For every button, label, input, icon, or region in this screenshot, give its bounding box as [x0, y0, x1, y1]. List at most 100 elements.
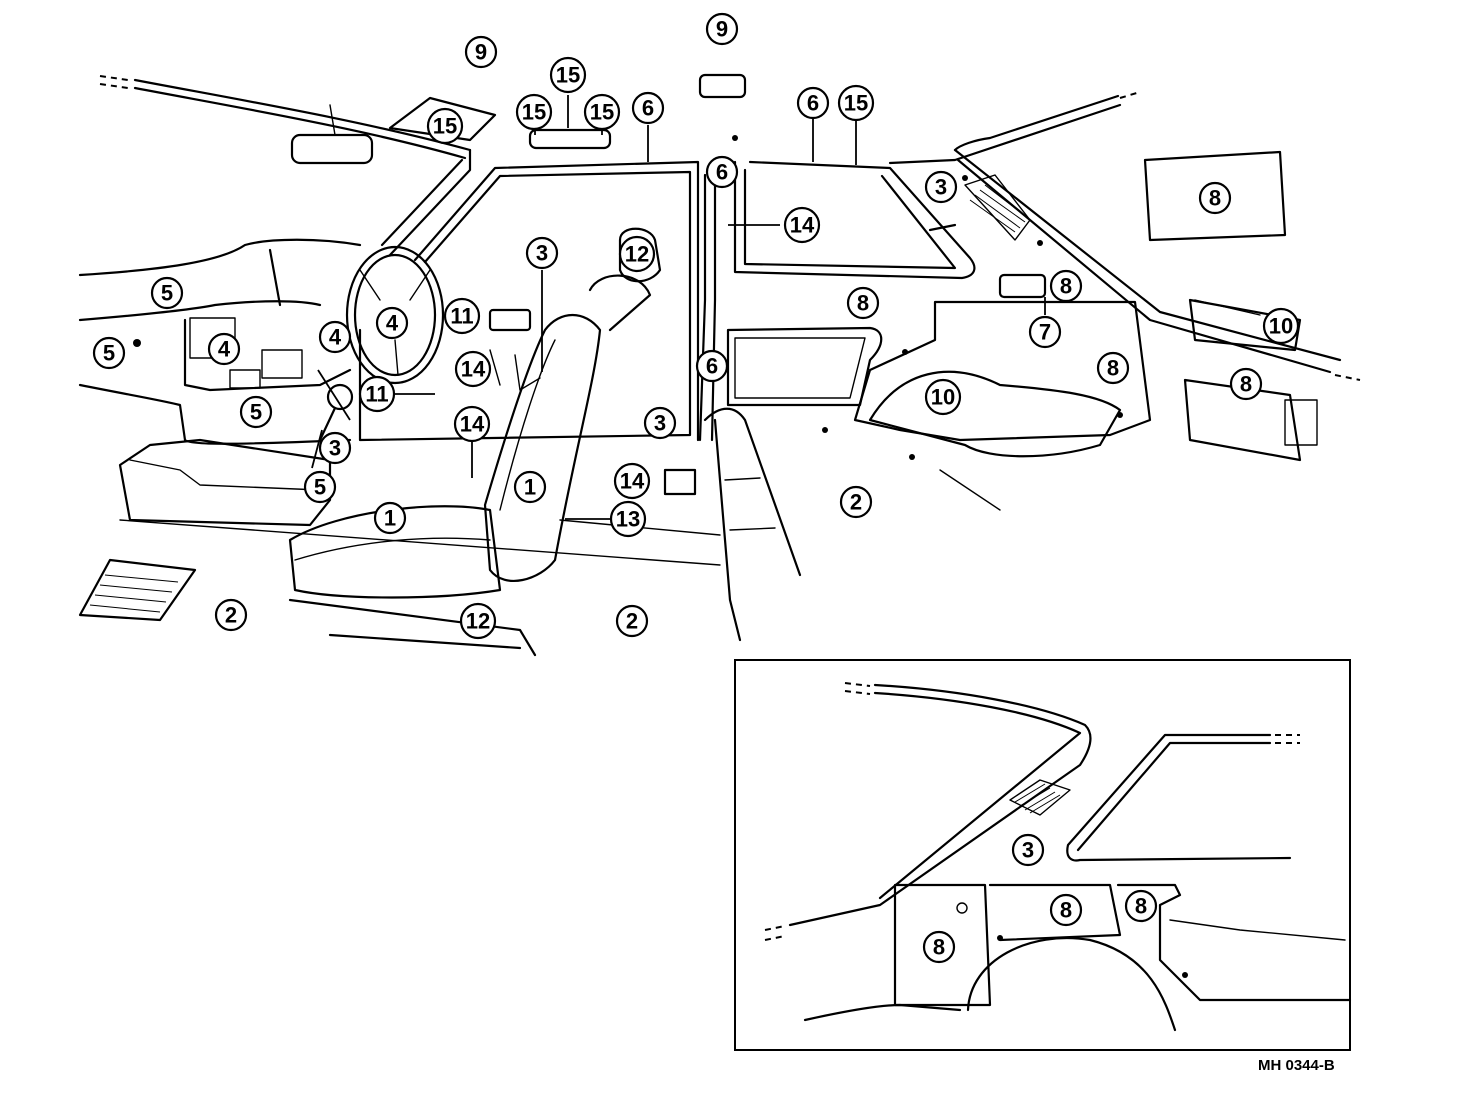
callout-5: 5: [303, 470, 337, 504]
callout-9: 9: [464, 35, 498, 69]
svg-text:11: 11: [365, 382, 388, 407]
svg-text:15: 15: [844, 91, 868, 116]
callout-10: 10: [1262, 307, 1300, 345]
svg-text:15: 15: [522, 100, 546, 125]
callout-15: 15: [549, 56, 587, 94]
svg-text:8: 8: [933, 935, 945, 960]
callout-8: 8: [1198, 181, 1232, 215]
callout-4: 4: [207, 332, 241, 366]
callout-5: 5: [239, 395, 273, 429]
inset-detail-view: [734, 659, 1352, 1051]
svg-text:14: 14: [790, 213, 815, 238]
svg-text:10: 10: [1269, 314, 1293, 339]
callout-15: 15: [583, 93, 621, 131]
svg-text:15: 15: [433, 114, 457, 139]
svg-text:3: 3: [1022, 838, 1034, 863]
svg-text:7: 7: [1039, 320, 1051, 345]
svg-text:15: 15: [556, 63, 580, 88]
svg-text:2: 2: [626, 609, 638, 634]
callout-8: 8: [1096, 351, 1130, 385]
callout-1: 1: [513, 470, 547, 504]
callout-9: 9: [705, 12, 739, 46]
callout-8: 8: [922, 930, 956, 964]
svg-text:8: 8: [1135, 894, 1147, 919]
callout-8: 8: [846, 286, 880, 320]
svg-text:4: 4: [218, 337, 231, 362]
svg-text:10: 10: [931, 385, 955, 410]
svg-text:3: 3: [536, 241, 548, 266]
svg-text:14: 14: [620, 469, 645, 494]
callout-15: 15: [426, 107, 464, 145]
callout-12: 12: [618, 235, 656, 273]
callout-14: 14: [454, 350, 492, 388]
svg-text:14: 14: [461, 357, 486, 382]
svg-text:4: 4: [329, 325, 342, 350]
svg-text:8: 8: [1060, 274, 1072, 299]
svg-text:8: 8: [1209, 186, 1221, 211]
callout-7: 7: [1028, 315, 1062, 349]
callout-8: 8: [1124, 889, 1158, 923]
inset-frame: [734, 659, 1351, 1051]
callout-11: 11: [443, 297, 481, 335]
callout-12: 12: [459, 602, 497, 640]
callout-8: 8: [1049, 269, 1083, 303]
svg-text:15: 15: [590, 100, 614, 125]
svg-text:6: 6: [716, 160, 728, 185]
svg-text:3: 3: [329, 436, 341, 461]
callout-3: 3: [924, 170, 958, 204]
svg-text:3: 3: [935, 175, 947, 200]
callout-4: 4: [375, 306, 409, 340]
callout-14: 14: [613, 462, 651, 500]
callout-5: 5: [92, 336, 126, 370]
svg-text:12: 12: [466, 609, 490, 634]
callout-8: 8: [1049, 893, 1083, 927]
callout-2: 2: [839, 485, 873, 519]
svg-text:5: 5: [314, 475, 326, 500]
vehicle-interior-line-art: [78, 73, 1361, 657]
callout-11: 11: [358, 375, 396, 413]
callout-5: 5: [150, 276, 184, 310]
svg-text:3: 3: [654, 411, 666, 436]
diagram-code: MH 0344-B: [1258, 1057, 1335, 1074]
svg-text:5: 5: [250, 400, 262, 425]
svg-text:5: 5: [161, 281, 173, 306]
callout-15: 15: [837, 84, 875, 122]
callout-1: 1: [373, 501, 407, 535]
svg-text:8: 8: [1240, 372, 1252, 397]
callout-3: 3: [318, 431, 352, 465]
svg-text:12: 12: [625, 242, 649, 267]
svg-text:1: 1: [384, 506, 396, 531]
svg-text:6: 6: [706, 354, 718, 379]
svg-text:9: 9: [716, 17, 728, 42]
callout-10: 10: [924, 378, 962, 416]
callout-6: 6: [695, 349, 729, 383]
callout-3: 3: [643, 406, 677, 440]
svg-text:8: 8: [1107, 356, 1119, 381]
svg-text:5: 5: [103, 341, 115, 366]
callout-3: 3: [1011, 833, 1045, 867]
svg-text:2: 2: [225, 603, 237, 628]
svg-text:6: 6: [642, 96, 654, 121]
svg-text:11: 11: [450, 304, 473, 329]
callout-6: 6: [631, 91, 665, 125]
svg-text:13: 13: [616, 507, 640, 532]
svg-text:9: 9: [475, 40, 487, 65]
leader-lines: [311, 95, 1046, 520]
callout-6: 6: [796, 86, 830, 120]
callouts: 9 9 15 15 15 15 15 6 6 6 6 3 3 3 3 3 14 …: [92, 12, 1300, 964]
svg-text:6: 6: [807, 91, 819, 116]
callout-13: 13: [609, 500, 647, 538]
callout-3: 3: [525, 236, 559, 270]
svg-text:14: 14: [460, 412, 485, 437]
callout-2: 2: [615, 604, 649, 638]
svg-text:8: 8: [1060, 898, 1072, 923]
svg-text:4: 4: [386, 311, 399, 336]
callout-14: 14: [783, 206, 821, 244]
svg-text:1: 1: [524, 475, 536, 500]
callout-8: 8: [1229, 367, 1263, 401]
callout-6: 6: [705, 155, 739, 189]
callout-15: 15: [515, 93, 553, 131]
callout-14: 14: [453, 405, 491, 443]
svg-text:2: 2: [850, 490, 862, 515]
